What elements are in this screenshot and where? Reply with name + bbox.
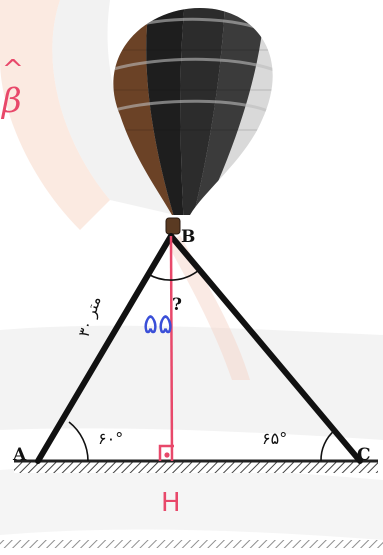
vertex-label-b: B bbox=[181, 227, 195, 247]
triangle bbox=[35, 233, 363, 464]
angle-label-a: ۶۰° bbox=[98, 429, 123, 448]
angle-arc-c bbox=[320, 429, 336, 462]
handwritten-angle-b: ۵۵ bbox=[143, 307, 173, 340]
angle-label-c: ۶۵° bbox=[262, 429, 287, 448]
background-watermark bbox=[0, 0, 383, 540]
right-angle-marker-icon bbox=[158, 444, 174, 461]
vertex-label-c: C bbox=[357, 445, 371, 465]
angle-label-b-question: ? bbox=[172, 295, 182, 315]
handwritten-hat: ^ bbox=[2, 55, 24, 85]
handwritten-beta: β bbox=[0, 81, 22, 121]
altitude-line bbox=[169, 235, 174, 462]
ground bbox=[0, 459, 383, 548]
angle-arc-b bbox=[147, 269, 200, 281]
vertex-label-a: A bbox=[12, 445, 27, 465]
handwritten-foot-label: H bbox=[161, 488, 181, 518]
side-ab bbox=[35, 233, 174, 464]
side-bc bbox=[168, 233, 363, 464]
angle-arc-a bbox=[68, 421, 89, 462]
